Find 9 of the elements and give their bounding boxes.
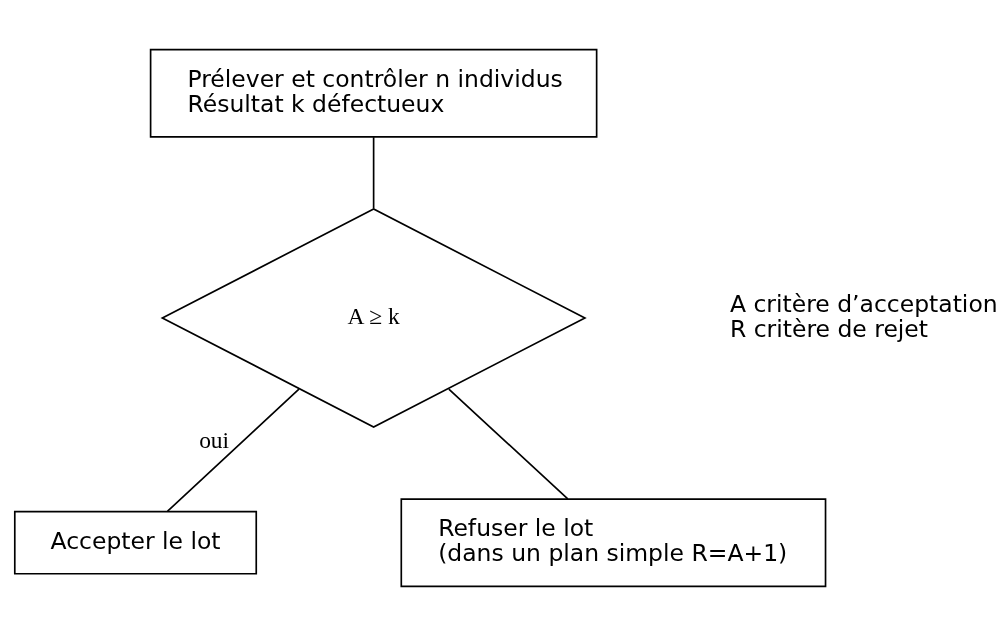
- node-box: Refuser le lot (dans un plan simple R=A+1): [400, 497, 827, 587]
- node-box: Prélever et contrôler n individus Résultat k défectueux: [149, 48, 598, 138]
- connector: [166, 387, 300, 512]
- label: A critère d’acceptation: [729, 289, 998, 318]
- edge-label: oui: [199, 426, 230, 453]
- node-diamond: A ≥ k: [160, 207, 587, 428]
- node-box: Accepter le lot: [13, 510, 258, 575]
- connector: [372, 135, 375, 209]
- connector: [448, 387, 569, 500]
